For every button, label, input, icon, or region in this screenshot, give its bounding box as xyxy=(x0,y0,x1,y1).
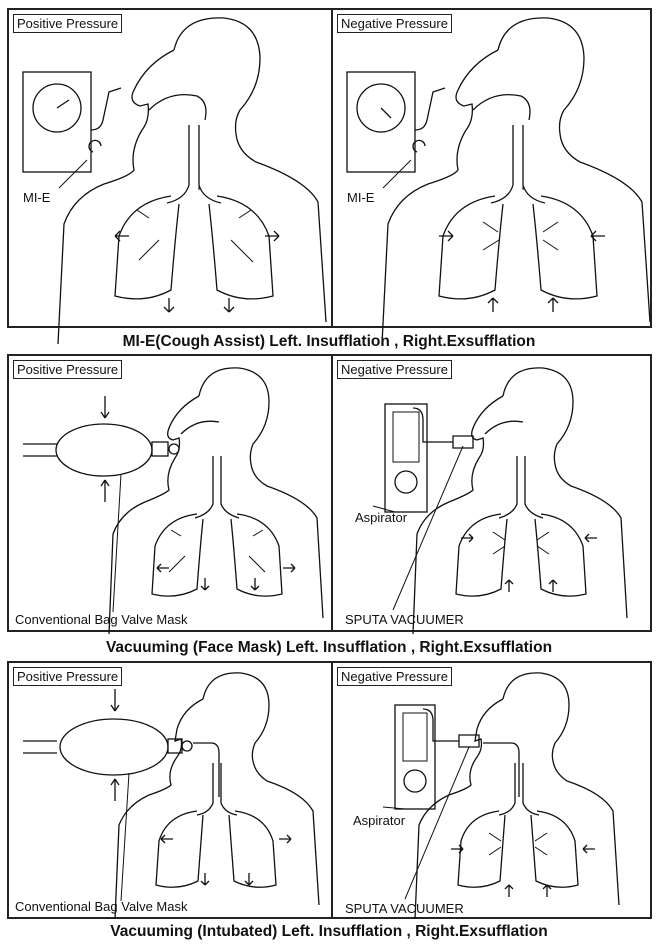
aspirator-label: Aspirator xyxy=(355,510,407,525)
panel-mie-negative: Negative Pressure MI-E xyxy=(333,10,650,326)
aspirator-label: Aspirator xyxy=(353,813,405,828)
panel-intubated-negative: Negative Pressure Aspirator SPUTA V xyxy=(333,663,650,917)
panel-tag: Positive Pressure xyxy=(13,14,122,33)
panel-facemask-positive: Positive Pressure xyxy=(9,356,333,630)
bag-valve-mask-illustration xyxy=(9,356,331,630)
row-mi-e: Positive Pressure xyxy=(7,8,652,328)
sputa-vacuumer-label: SPUTA VACUUMER xyxy=(345,901,464,916)
panel-tag: Negative Pressure xyxy=(337,360,452,379)
mie-insufflation-illustration xyxy=(9,10,331,326)
panel-tag: Negative Pressure xyxy=(337,667,452,686)
mie-exsufflation-illustration xyxy=(333,10,650,326)
device-label: MI-E xyxy=(347,190,374,205)
panel-tag: Positive Pressure xyxy=(13,360,122,379)
panel-mie-positive: Positive Pressure xyxy=(9,10,333,326)
panel-tag: Negative Pressure xyxy=(337,14,452,33)
row-caption: MI-E(Cough Assist) Left. Insufflation , … xyxy=(0,332,658,352)
aspirator-intubated-illustration xyxy=(333,663,650,917)
panel-intubated-positive: Positive Pressure Conventional Bag Valve… xyxy=(9,663,333,917)
panel-tag: Positive Pressure xyxy=(13,667,122,686)
panel-facemask-negative: Negative Pressure Aspirator SPUTA V xyxy=(333,356,650,630)
device-label: Conventional Bag Valve Mask xyxy=(15,899,187,914)
device-label: Conventional Bag Valve Mask xyxy=(15,612,187,627)
device-label: MI-E xyxy=(23,190,50,205)
row-face-mask: Positive Pressure xyxy=(7,354,652,632)
row-caption: Vacuuming (Intubated) Left. Insufflation… xyxy=(0,922,658,942)
aspirator-illustration xyxy=(333,356,650,630)
row-caption: Vacuuming (Face Mask) Left. Insufflation… xyxy=(0,638,658,658)
sputa-vacuumer-label: SPUTA VACUUMER xyxy=(345,612,464,627)
row-intubated: Positive Pressure Conventional Bag Valve… xyxy=(7,661,652,919)
bag-valve-intubated-illustration xyxy=(9,663,331,917)
